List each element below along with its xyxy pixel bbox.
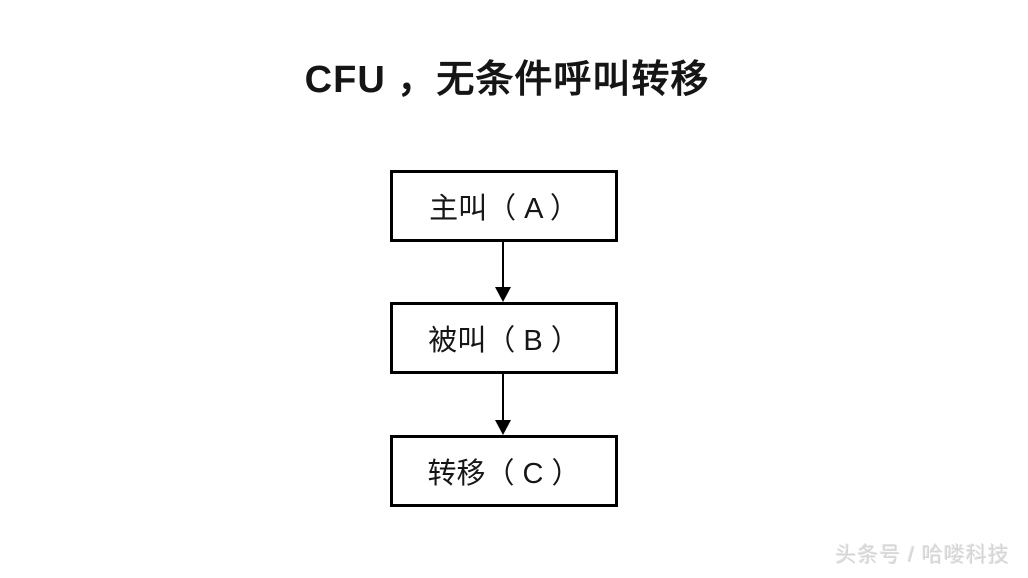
flow-node-caller-a: 主叫（ A ）	[390, 170, 618, 242]
arrowhead-down-icon	[495, 420, 511, 435]
flow-node-label: 转移（ C ）	[427, 458, 581, 490]
flow-node-transfer-c: 转移（ C ）	[390, 435, 618, 507]
watermark-text: 头条号 / 哈喽科技	[835, 544, 1010, 567]
arrow-line	[502, 374, 504, 423]
flow-node-label: 主叫（ A ）	[429, 193, 579, 225]
arrow-line	[502, 242, 504, 290]
arrow-a-to-b	[495, 242, 511, 302]
arrow-b-to-c	[495, 374, 511, 435]
diagram-title: CFU ，无条件呼叫转移	[304, 59, 710, 101]
flow-node-label: 被叫（ B ）	[428, 325, 580, 357]
flow-node-called-b: 被叫（ B ）	[390, 302, 618, 374]
arrowhead-down-icon	[495, 287, 511, 302]
